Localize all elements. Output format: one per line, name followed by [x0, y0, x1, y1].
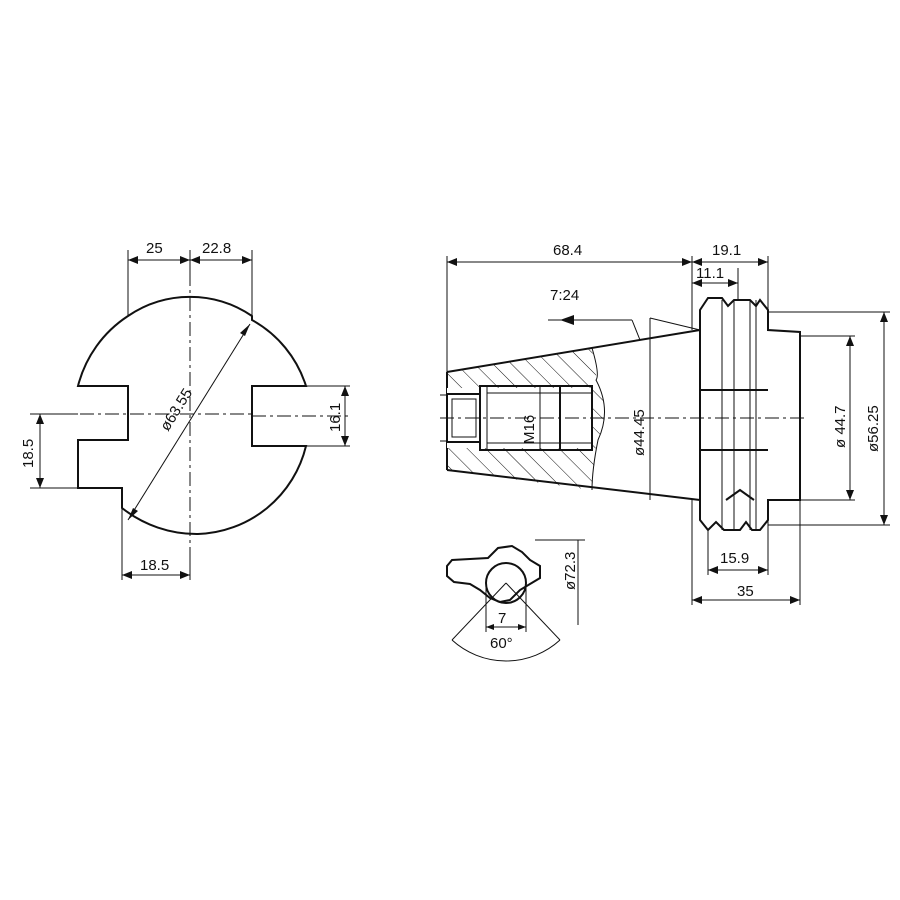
arrow-left-top — [36, 414, 44, 424]
arrow-228-left — [190, 256, 200, 264]
arrow-68-right — [682, 258, 692, 266]
flange-body — [699, 297, 801, 532]
arrow-447-top — [846, 336, 854, 346]
arrow-25-left — [128, 256, 138, 264]
groove-width-label: 15.9 — [720, 550, 749, 567]
outer-diameter-label: ø56.25 — [865, 405, 882, 452]
arrow-68-left — [447, 258, 457, 266]
thread-label: M16 — [521, 415, 538, 444]
arrow-right-bot — [341, 436, 349, 446]
arrow-447-bot — [846, 490, 854, 500]
arrow-25-right — [180, 256, 190, 264]
diameter-arrow-top — [240, 324, 250, 336]
notch-angle-label: 60° — [490, 635, 513, 652]
slot-left-width-label: 25 — [146, 240, 163, 257]
groove-notch — [725, 488, 755, 501]
slot-bottom-width-label: 18.5 — [140, 557, 169, 574]
diameter-arrow-bottom — [128, 508, 138, 520]
taper-ratio-arrow — [560, 315, 574, 325]
arrow-5625-top — [880, 312, 888, 322]
flange-width-label: 19.1 — [712, 242, 741, 259]
arrow-111-right — [728, 279, 738, 287]
arrow-228-right — [242, 256, 252, 264]
arrow-191-right — [758, 258, 768, 266]
slot-right-width-label: 22.8 — [202, 240, 231, 257]
groove-angle-arc — [451, 639, 561, 662]
collar-diameter-label: ø 44.7 — [832, 405, 849, 448]
taper-diameter-label: ø44.45 — [631, 409, 648, 456]
arrow-159-left — [708, 566, 718, 574]
diameter-leader — [127, 323, 251, 521]
flange-outline — [76, 295, 308, 536]
slot-height-left-label: 18.5 — [20, 439, 37, 468]
groove-diameter-label: ø72.3 — [562, 552, 579, 590]
groove-angle-left — [451, 582, 507, 641]
overall-length-label: 68.4 — [553, 242, 582, 259]
groove-angle-right — [505, 582, 561, 641]
arrow-notch-left — [486, 624, 494, 630]
arrow-bottom-right — [180, 571, 190, 579]
taper-side-view: M16 7:24 ø44.45 68.4 19. — [440, 242, 890, 605]
arrow-bottom-left — [122, 571, 132, 579]
arrow-35-right — [790, 596, 800, 604]
arrow-5625-bot — [880, 515, 888, 525]
flange-end-view: ø63.55 25 22.8 18.5 16.1 18.5 — [20, 240, 350, 580]
collar-length-label: 35 — [737, 583, 754, 600]
arrow-191-left — [692, 258, 702, 266]
groove-detail: 7 60° ø72.3 — [446, 539, 585, 662]
notch-width-label: 7 — [498, 610, 506, 627]
arrow-notch-right — [518, 624, 526, 630]
arrow-35-left — [692, 596, 702, 604]
arrow-159-right — [758, 566, 768, 574]
groove-offset-label: 11.1 — [696, 265, 724, 282]
taper-ratio-label: 7:24 — [550, 287, 579, 304]
taper-break-line — [591, 347, 606, 491]
arrow-111-left — [692, 279, 702, 287]
groove-detail-profile — [446, 544, 541, 604]
taper-ratio-leader-b — [631, 319, 641, 341]
slot-height-right-label: 16.1 — [327, 403, 344, 432]
arrow-right-top — [341, 386, 349, 396]
arrow-left-bot — [36, 478, 44, 488]
